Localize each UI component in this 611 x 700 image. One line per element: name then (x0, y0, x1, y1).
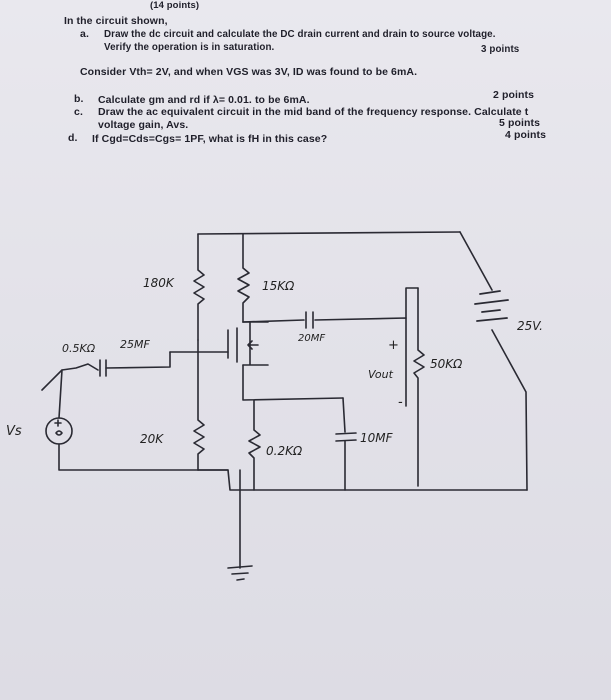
question-c-text: Draw the ac equivalent circuit in the mi… (98, 106, 529, 118)
label-25mf: 25MF (120, 338, 150, 351)
label-0.2k: 0.2KΩ (266, 444, 303, 458)
label-50k: 50KΩ (430, 357, 463, 371)
mosfet-arrow (247, 340, 259, 350)
ground-symbol (227, 565, 253, 581)
question-c-points: 5 points (499, 117, 541, 129)
question-b-points: 2 points (493, 89, 535, 101)
intro-text: In the circuit shown, (64, 15, 168, 27)
question-b-text: Calculate gm and rd if λ= 0.01. to be 6m… (98, 94, 310, 106)
capacitor-10mf (335, 432, 357, 442)
label-minus: - (398, 395, 403, 410)
question-d-text: If Cgd=Cds=Cgs= 1PF, what is fH in this … (92, 133, 328, 145)
gate-wire (169, 339, 229, 353)
supply-wire-top (459, 231, 493, 291)
label-15k: 15KΩ (262, 279, 295, 293)
source-wire (242, 364, 344, 401)
label-180k: 180K (143, 276, 174, 290)
supply-wire-bottom (491, 329, 528, 491)
question-b-letter: b. (74, 93, 84, 105)
cap-to-gate-wire (105, 351, 171, 369)
top-rail-wire (197, 231, 461, 235)
label-vs: Vs (6, 424, 22, 439)
bottom-rail-wire (197, 469, 528, 491)
resistor-15k (237, 233, 250, 323)
consider-text: Consider Vth= 2V, and when VGS was 3V, I… (80, 66, 418, 78)
resistor-20k (193, 351, 205, 471)
question-a-letter: a. (80, 28, 89, 40)
bypass-cap-wire (342, 397, 346, 433)
input-wire (41, 363, 99, 391)
label-25v: 25V. (517, 319, 543, 333)
resistor-50k (413, 287, 425, 487)
label-10mf: 10MF (360, 431, 393, 445)
vs-source-wires (58, 369, 229, 471)
points-header: (14 points) (150, 0, 200, 11)
question-a-points: 3 points (481, 44, 520, 55)
resistor-0.2k (248, 399, 261, 491)
load-top-wire (405, 287, 419, 319)
label-0.5k: 0.5KΩ (62, 342, 96, 355)
question-c-letter: c. (74, 106, 83, 118)
vs-source-signs (54, 419, 63, 436)
capacitor-25mf (99, 359, 107, 377)
cap-to-output-wire (314, 317, 407, 407)
question-d-points: 4 points (505, 129, 547, 141)
battery-symbol (474, 290, 509, 322)
question-a-text: Draw the dc circuit and calculate the DC… (104, 29, 496, 40)
mosfet-transistor (227, 321, 269, 366)
label-20mf: 20MF (298, 333, 326, 344)
question-a-cont: Verify the operation is in saturation. (104, 42, 275, 53)
label-20k: 20K (140, 432, 164, 446)
question-c-cont: voltage gain, Avs. (98, 119, 189, 131)
capacitor-20mf (305, 311, 314, 329)
drain-to-cap-wire (242, 319, 305, 323)
question-d-letter: d. (68, 132, 78, 144)
resistor-180k (193, 233, 205, 341)
label-vout: Vout (368, 368, 393, 381)
label-plus: + (388, 338, 399, 353)
